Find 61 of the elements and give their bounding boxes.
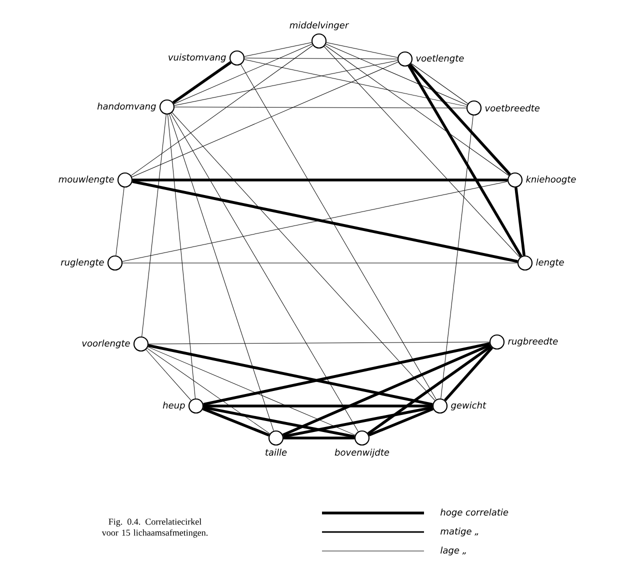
correlation-line: [167, 114, 196, 399]
correlation-line: [174, 60, 398, 106]
correlation-line: [202, 408, 270, 436]
correlation-line: [170, 113, 358, 432]
node-label: heup: [162, 402, 185, 410]
node-label: voorlengte: [82, 340, 130, 348]
correlation-line: [324, 45, 510, 176]
correlation-line: [146, 349, 192, 401]
correlation-line: [148, 344, 433, 406]
node-label: gewicht: [451, 402, 486, 410]
correlation-line: [244, 58, 398, 60]
node-label: lengte: [536, 258, 564, 268]
node-label: rugbreedte: [508, 338, 558, 346]
correlation-line: [284, 436, 354, 440]
correlation-line: [367, 345, 492, 435]
correlation-line: [148, 346, 356, 436]
correlation-line: [122, 262, 518, 264]
correlation-line: [240, 64, 436, 400]
legend-label: matige „: [440, 528, 478, 536]
node-label: ruglengte: [60, 258, 104, 268]
correlation-line: [148, 342, 490, 344]
correlation-line: [514, 187, 526, 256]
correlation-line: [244, 59, 467, 107]
correlation-line: [204, 404, 432, 408]
node-label: middelvinger: [290, 22, 350, 30]
node-label: bovenwijdte: [334, 448, 390, 458]
node-label: voetlengte: [416, 54, 464, 64]
node-label: voetbreedte: [485, 104, 540, 112]
correlation-line: [172, 112, 436, 401]
correlation-line: [203, 342, 490, 406]
correlation-line: [132, 178, 508, 182]
correlation-line: [440, 115, 474, 399]
correlation-line: [444, 346, 494, 402]
correlation-line: [130, 45, 314, 176]
caption: Fig. 0.4. Correlatiecirkel voor 15 lichaamsafmetingen.: [102, 518, 208, 538]
node-label: mouwlengte: [58, 176, 114, 184]
node-label: kniehoogte: [526, 176, 576, 184]
node-label: vuistomvang: [168, 54, 226, 62]
correlation-line: [146, 348, 270, 434]
correlation-line: [282, 344, 491, 436]
correlation-line: [174, 106, 467, 108]
correlation-line: [174, 44, 312, 104]
correlation-line: [283, 406, 433, 438]
correlation-line: [169, 114, 274, 432]
correlation-line: [368, 408, 434, 436]
correlation-line: [409, 64, 511, 176]
correlation-line: [244, 42, 312, 57]
correlation-line: [172, 61, 232, 104]
node-label: taille: [266, 448, 287, 456]
correlation-line: [326, 42, 398, 58]
correlation-line: [203, 406, 355, 438]
correlation-line: [116, 187, 124, 256]
correlation-line: [408, 64, 522, 258]
correlation-line: [410, 63, 468, 104]
correlation-line: [324, 46, 520, 258]
correlation-line: [326, 44, 468, 106]
correlation-line: [132, 62, 398, 178]
legend-label: lage „: [440, 546, 466, 556]
correlation-line: [142, 114, 166, 337]
legend-label: hoge correlatie: [440, 508, 508, 518]
node-label: handomvang: [97, 102, 156, 112]
